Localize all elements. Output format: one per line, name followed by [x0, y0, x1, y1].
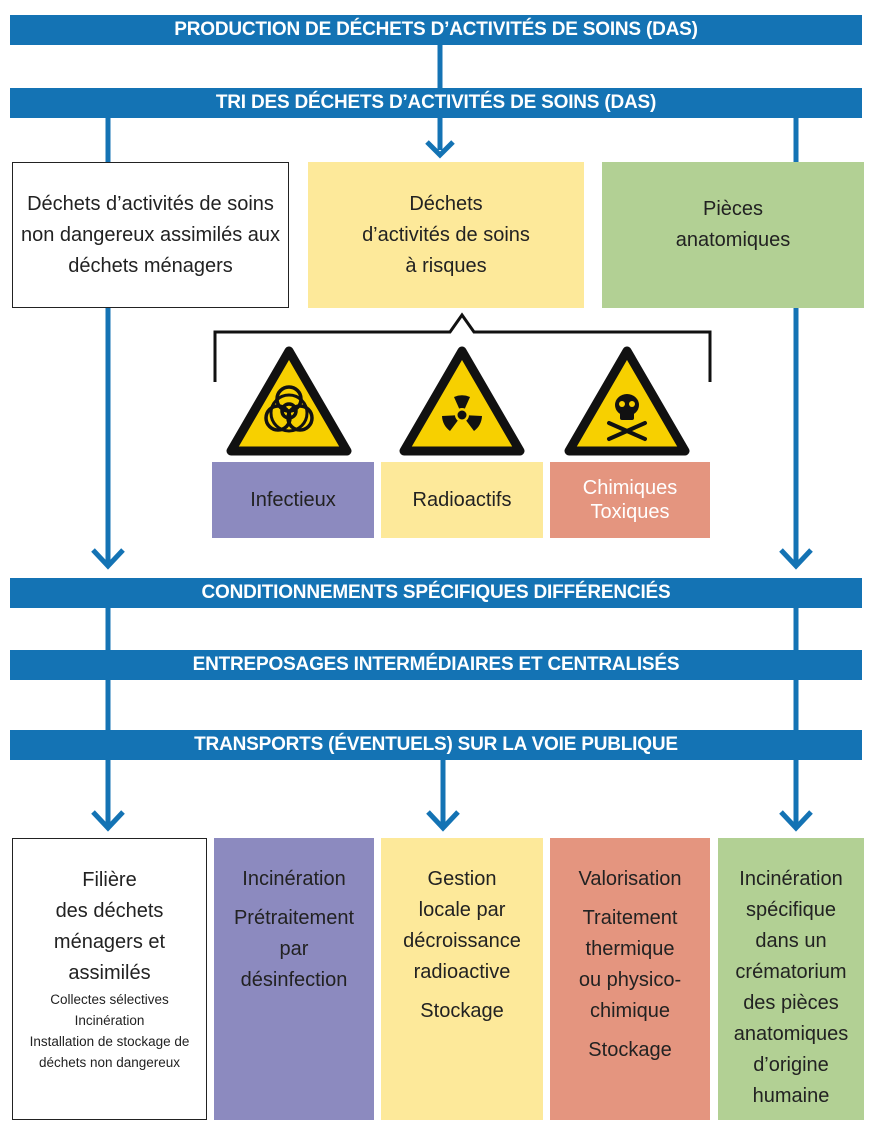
- category-a-risques: Déchets d’activités de soins à risques: [308, 162, 584, 308]
- filiere-line: ou physico-: [578, 969, 682, 991]
- filiere-line: Prétraitement: [233, 907, 355, 929]
- filiere-line: Valorisation: [578, 868, 682, 890]
- filiere-infectieux: Incinération Prétraitement par désinfect…: [214, 838, 374, 1120]
- filiere-radioactifs: Gestion locale par décroissance radioact…: [381, 838, 543, 1120]
- category-line: Déchets d’activités de soins: [27, 192, 274, 215]
- radiation-icon: [399, 346, 525, 456]
- filiere-line: chimique: [589, 1000, 671, 1022]
- filiere-line: décroissance: [403, 930, 521, 952]
- filiere-line: thermique: [585, 938, 675, 960]
- category-line: à risques: [405, 254, 487, 277]
- filiere-title-line: assimilés: [68, 962, 151, 984]
- band-tri: TRI DES DÉCHETS D’ACTIVITÉS DE SOINS (DA…: [10, 88, 862, 118]
- filiere-detail-line: Installation de stockage de: [29, 1034, 190, 1049]
- filiere-line: par: [279, 938, 309, 960]
- filiere-detail-line: Incinération: [74, 1013, 145, 1028]
- band-production: PRODUCTION DE DÉCHETS D’ACTIVITÉS DE SOI…: [10, 15, 862, 45]
- band-transports: TRANSPORTS (ÉVENTUELS) SUR LA VOIE PUBLI…: [10, 730, 862, 760]
- category-line: d’activités de soins: [362, 223, 530, 246]
- category-line: déchets ménagers: [68, 254, 233, 277]
- filiere-detail-line: déchets non dangereux: [38, 1055, 181, 1070]
- band-conditionnements: CONDITIONNEMENTS SPÉCIFIQUES DIFFÉRENCIÉ…: [10, 578, 862, 608]
- filiere-line: des pièces: [743, 992, 839, 1014]
- grouping-bracket: [213, 312, 712, 382]
- category-line: Pièces: [702, 198, 764, 220]
- filiere-menagers: Filière des déchets ménagers et assimilé…: [12, 838, 207, 1120]
- filiere-line: radioactive: [413, 961, 511, 983]
- category-line: Déchets: [409, 192, 483, 215]
- filiere-pieces-anatomiques: Incinération spécifique dans un crémator…: [718, 838, 864, 1120]
- category-non-dangereux: Déchets d’activités de soins non dangere…: [12, 162, 289, 308]
- category-line: non dangereux assimilés aux: [20, 223, 281, 246]
- risk-label: Chimiques: [582, 477, 678, 499]
- risk-infectieux: Infectieux: [212, 462, 374, 538]
- risk-chimiques-toxiques: Chimiques Toxiques: [550, 462, 710, 538]
- filiere-line: humaine: [752, 1085, 830, 1107]
- filiere-title-line: ménagers et: [53, 931, 166, 953]
- risk-label: Toxiques: [590, 501, 670, 523]
- filiere-line: Stockage: [420, 1000, 504, 1022]
- filiere-line: Incinération: [739, 868, 843, 890]
- filiere-line: Stockage: [588, 1039, 672, 1061]
- filiere-line: Gestion: [427, 868, 497, 890]
- filiere-line: crématorium: [735, 961, 847, 983]
- filiere-line: dans un: [755, 930, 827, 952]
- filiere-line: anatomiques: [733, 1023, 849, 1045]
- risk-radioactifs: Radioactifs: [381, 462, 543, 538]
- category-line: anatomiques: [675, 229, 791, 251]
- filiere-line: désinfection: [240, 969, 348, 991]
- filiere-title-line: Filière: [82, 869, 137, 891]
- filiere-line: spécifique: [745, 899, 837, 921]
- band-entreposages: ENTREPOSAGES INTERMÉDIAIRES ET CENTRALIS…: [10, 650, 862, 680]
- filiere-line: locale par: [418, 899, 506, 921]
- biohazard-icon: [226, 346, 352, 456]
- filiere-detail-line: Collectes sélectives: [50, 992, 169, 1007]
- skull-crossbones-icon: [564, 346, 690, 456]
- risk-label: Infectieux: [250, 488, 336, 511]
- filiere-title-line: des déchets: [55, 900, 164, 922]
- category-pieces-anatomiques: Pièces anatomiques: [602, 162, 864, 308]
- filiere-line: Traitement: [582, 907, 678, 929]
- filiere-line: d’origine: [753, 1054, 829, 1076]
- risk-label: Radioactifs: [412, 488, 512, 511]
- filiere-line: Incinération: [242, 868, 346, 890]
- filiere-chimiques: Valorisation Traitement thermique ou phy…: [550, 838, 710, 1120]
